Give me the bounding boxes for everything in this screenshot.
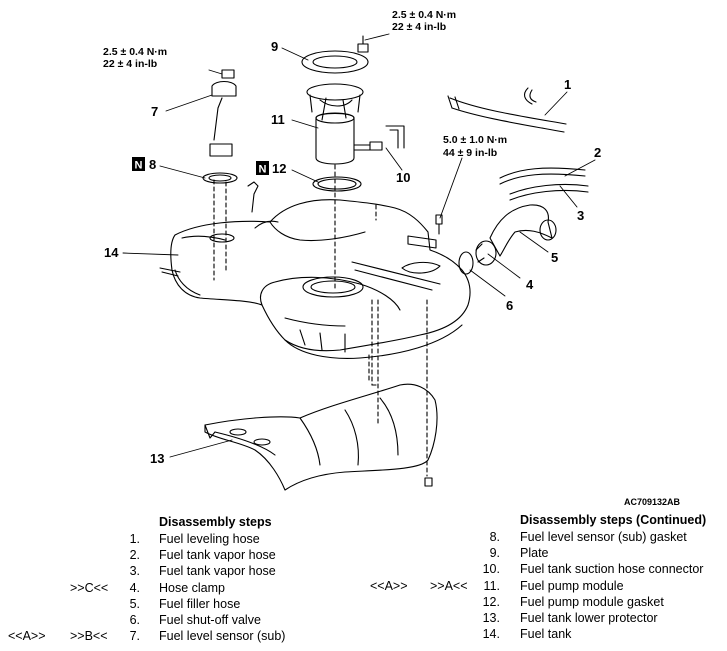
step-row: 8. Fuel level sensor (sub) gasket xyxy=(360,529,727,545)
torque-top-right-inlb: 22 ± 4 in-lb xyxy=(392,21,446,33)
step-number: 12. xyxy=(482,594,500,609)
step-code-1: <<A>> xyxy=(8,629,46,644)
step-number: 7. xyxy=(129,629,140,644)
step-label: Plate xyxy=(520,546,549,561)
suction-hose-connector-drawing xyxy=(369,125,405,151)
step-label: Fuel pump module gasket xyxy=(520,594,664,609)
step-label: Fuel level sensor (sub) gasket xyxy=(520,530,687,544)
step-number: 13. xyxy=(482,610,500,625)
step-row: 9. Plate xyxy=(360,545,727,561)
step-number: 6. xyxy=(129,612,140,627)
level-sensor-sub-drawing xyxy=(209,69,237,157)
step-number: 11. xyxy=(483,578,500,593)
step-label: Fuel tank lower protector xyxy=(520,610,658,625)
step-label: Fuel tank suction hose connector xyxy=(520,562,704,577)
step-row: 3. Fuel tank vapor hose xyxy=(0,563,340,579)
step-code-2: >>C<< xyxy=(70,580,109,595)
step-row: 13. Fuel tank lower protector xyxy=(360,610,727,626)
callout-14: 14 xyxy=(104,245,119,260)
svg-text:N: N xyxy=(259,164,267,176)
clip-drawing xyxy=(247,181,259,213)
step-label: Fuel pump module xyxy=(520,578,624,593)
step-row: 2. Fuel tank vapor hose xyxy=(0,547,340,563)
torque-top-left-inlb: 22 ± 4 in-lb xyxy=(103,58,157,70)
step-number: 3. xyxy=(129,564,140,579)
steps-heading: Disassembly steps xyxy=(159,515,272,529)
callout-7: 7 xyxy=(151,104,158,119)
step-label: Fuel level sensor (sub) xyxy=(159,629,286,644)
callout-2: 2 xyxy=(594,145,601,160)
callout-10: 10 xyxy=(396,170,410,185)
step-number: 10. xyxy=(482,562,500,577)
step-code-2: >>B<< xyxy=(70,629,108,644)
step-label: Hose clamp xyxy=(159,580,225,595)
step-label: Fuel tank vapor hose xyxy=(159,548,276,563)
step-label: Fuel tank xyxy=(520,627,572,642)
callout-3: 3 xyxy=(577,208,584,223)
level-sensor-gasket-drawing xyxy=(202,172,238,184)
step-number: 14. xyxy=(482,627,500,642)
step-code-1: <<A>> xyxy=(370,578,408,593)
callout-4: 4 xyxy=(526,277,534,292)
step-number: 9. xyxy=(489,546,500,561)
bolt-drawing xyxy=(435,214,443,235)
step-number: 5. xyxy=(129,596,140,611)
exploded-fuel-tank-diagram: 1 2 3 4 5 6 7 8 9 10 11 12 13 14 N N 2.5… xyxy=(103,9,681,507)
callout-5: 5 xyxy=(551,250,558,265)
step-row: 1. Fuel leveling hose xyxy=(0,531,340,547)
callout-8: 8 xyxy=(149,157,156,172)
step-label: Fuel shut-off valve xyxy=(159,612,261,627)
torque-top-left-nm: 2.5 ± 0.4 N·m xyxy=(103,46,167,58)
step-number: 4. xyxy=(129,580,140,595)
callout-13: 13 xyxy=(150,451,164,466)
alignment-lines xyxy=(213,164,428,477)
torque-top-right-nm: 2.5 ± 0.4 N·m xyxy=(392,9,456,21)
figure-code: AC709132AB xyxy=(624,497,681,507)
svg-text:N: N xyxy=(135,160,143,172)
callout-1: 1 xyxy=(564,77,571,92)
step-label: Fuel filler hose xyxy=(159,596,241,611)
callout-12: 12 xyxy=(272,161,286,176)
pump-gasket-drawing xyxy=(312,176,362,192)
step-number: 8. xyxy=(489,530,500,544)
step-number: 2. xyxy=(129,548,140,563)
steps-heading-continued: Disassembly steps (Continued) xyxy=(520,513,707,527)
fuel-tank-drawing xyxy=(159,199,471,359)
vapor-hoses-drawing xyxy=(499,167,589,201)
torque-mid-inlb: 44 ± 9 in-lb xyxy=(443,147,497,159)
step-row: 6. Fuel shut-off valve xyxy=(0,612,340,628)
step-row: 12. Fuel pump module gasket xyxy=(360,594,727,610)
filler-hose-drawing xyxy=(489,204,557,257)
torque-mid-nm: 5.0 ± 1.0 N·m xyxy=(443,134,507,146)
step-row: 14. Fuel tank xyxy=(360,626,727,642)
fuel-leveling-hose-drawing xyxy=(447,87,567,133)
callout-6: 6 xyxy=(506,298,513,313)
n-badge-icon: N xyxy=(132,157,145,172)
plate-drawing xyxy=(301,35,369,74)
fuel-pump-module-drawing xyxy=(306,83,371,165)
step-code-2: >>A<< xyxy=(430,578,468,593)
callout-11: 11 xyxy=(271,112,285,127)
step-label: Fuel tank vapor hose xyxy=(159,564,276,579)
step-number: 1. xyxy=(129,532,140,546)
step-row: <<A>> >>B<< 7. Fuel level sensor (sub) xyxy=(0,628,340,644)
step-row: >>C<< 4. Hose clamp xyxy=(0,580,340,596)
leader-lines xyxy=(122,33,596,458)
n-badge-icon: N xyxy=(256,161,269,176)
callout-9: 9 xyxy=(271,39,278,54)
step-row: 10. Fuel tank suction hose connector xyxy=(360,561,727,577)
lower-protector-drawing xyxy=(204,383,438,491)
step-row: 5. Fuel filler hose xyxy=(0,596,340,612)
step-label: Fuel leveling hose xyxy=(159,532,260,546)
step-row: <<A>> >>A<< 11. Fuel pump module xyxy=(360,578,727,594)
shutoff-valve-drawing xyxy=(458,240,497,275)
